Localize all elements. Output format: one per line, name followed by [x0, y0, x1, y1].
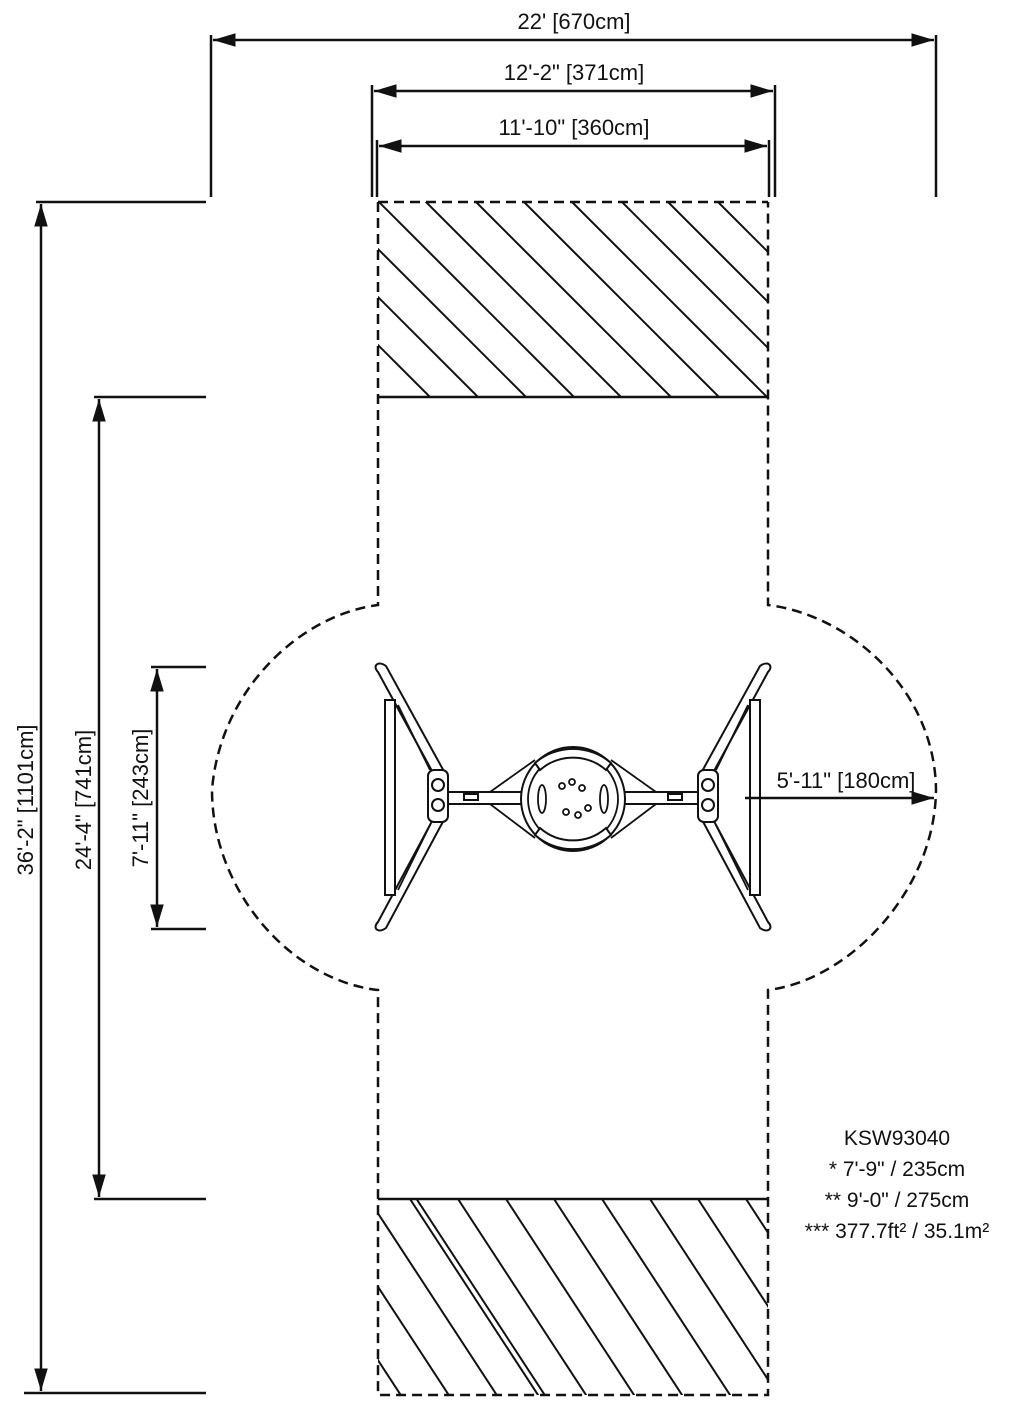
bottom-hatched-zone: [378, 1199, 768, 1395]
equipment-length-dimension: [150, 665, 206, 931]
zone-width-inner-label: 11'-10" [360cm]: [498, 115, 649, 140]
left-a-frame: [374, 662, 449, 932]
use-zone-length-dimension: [92, 395, 206, 1201]
notes-block: KSW93040 * 7'-9" / 235cm ** 9'-0" / 275c…: [805, 1127, 989, 1243]
nest-seat: [520, 746, 626, 852]
swing-equipment: [374, 662, 772, 932]
overall-length-label: 36'-2" [1101cm]: [13, 724, 38, 875]
note-use-zone-area: *** 377.7ft² / 35.1m²: [805, 1220, 989, 1243]
zone-width-inner-dimension: [375, 139, 771, 197]
overall-width-label: 22' [670cm]: [517, 9, 630, 34]
note-overall-height: ** 9'-0" / 275cm: [825, 1189, 970, 1212]
overall-length-dimension: [24, 200, 206, 1395]
model-number: KSW93040: [844, 1127, 950, 1150]
top-hatched-zone: [378, 202, 768, 398]
use-zone-length-label: 24'-4" [741cm]: [71, 730, 96, 870]
note-fall-height: * 7'-9" / 235cm: [829, 1158, 965, 1181]
zone-width-outer-dimension: [370, 84, 777, 197]
swing-radius-label: 5'-11" [180cm]: [777, 768, 916, 793]
equipment-length-label: 7'-11" [243cm]: [128, 729, 153, 868]
overall-width-dimension: [209, 33, 938, 197]
zone-width-outer-label: 12'-2" [371cm]: [504, 60, 644, 85]
